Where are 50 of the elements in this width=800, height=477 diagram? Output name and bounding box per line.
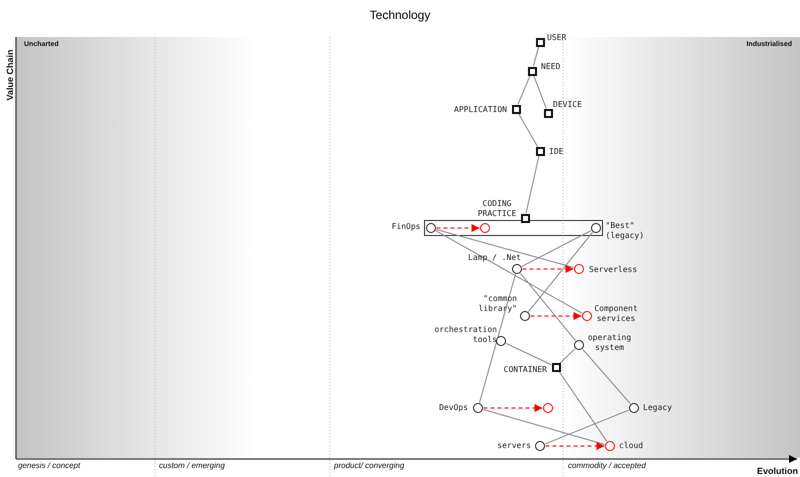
stage-label: genesis / concept (18, 461, 80, 470)
evolved-component-circle (543, 403, 553, 413)
evolution-arrow (522, 265, 574, 273)
component-label: FinOps (392, 222, 420, 232)
connector-line (582, 348, 631, 404)
stage-label: product/ converging (334, 461, 404, 470)
connector-line (505, 342, 552, 366)
stage-label: custom / emerging (159, 461, 225, 470)
connector-line (482, 409, 606, 445)
evolved-component-circle (480, 222, 490, 232)
component-label: "Best" (legacy) (606, 220, 646, 240)
connector-line (532, 46, 540, 67)
connector-line (528, 232, 594, 312)
evolution-arrow (483, 404, 543, 412)
component-label: Lamp / .Net (468, 253, 521, 263)
evolution-arrow (530, 312, 582, 320)
component-label: IDE (549, 147, 564, 157)
connector-line (526, 155, 540, 214)
stage-label: commodity / accepted (568, 461, 646, 470)
component-label: Legacy (643, 403, 672, 413)
axis-title: Evolution (757, 466, 798, 476)
component-label: operating system (587, 333, 632, 353)
connector-line (533, 75, 547, 109)
component-label: cloud (619, 441, 644, 451)
component-label: DEVICE (553, 100, 582, 110)
connector-line (478, 274, 516, 404)
connector-line (435, 230, 583, 314)
evolution-arrow (436, 224, 480, 232)
axis-title: Value Chain (5, 48, 15, 103)
component-label: CONTAINER (504, 365, 547, 375)
component-label: NEED (541, 62, 560, 72)
connector-line (558, 370, 608, 442)
component-label: Component services (593, 304, 639, 324)
connector-line (520, 272, 576, 342)
component-label: USER (547, 33, 566, 43)
connector-line (559, 348, 576, 364)
component-label: servers (497, 441, 531, 451)
evolution-arrow (545, 442, 605, 450)
connector-line (521, 230, 592, 267)
component-label: orchestration tools (433, 325, 497, 345)
connector-line (544, 410, 630, 444)
connector-line (436, 228, 574, 268)
diagram-title: Technology (368, 8, 432, 22)
component-label: CODING PRACTICE (476, 199, 518, 219)
connector-line (517, 75, 531, 105)
component-label: APPLICATION (454, 105, 507, 115)
component-label: Serverless (589, 265, 638, 275)
connector-line (518, 112, 538, 148)
component-label: DevOps (439, 403, 468, 413)
component-label: "common library" (477, 294, 517, 314)
